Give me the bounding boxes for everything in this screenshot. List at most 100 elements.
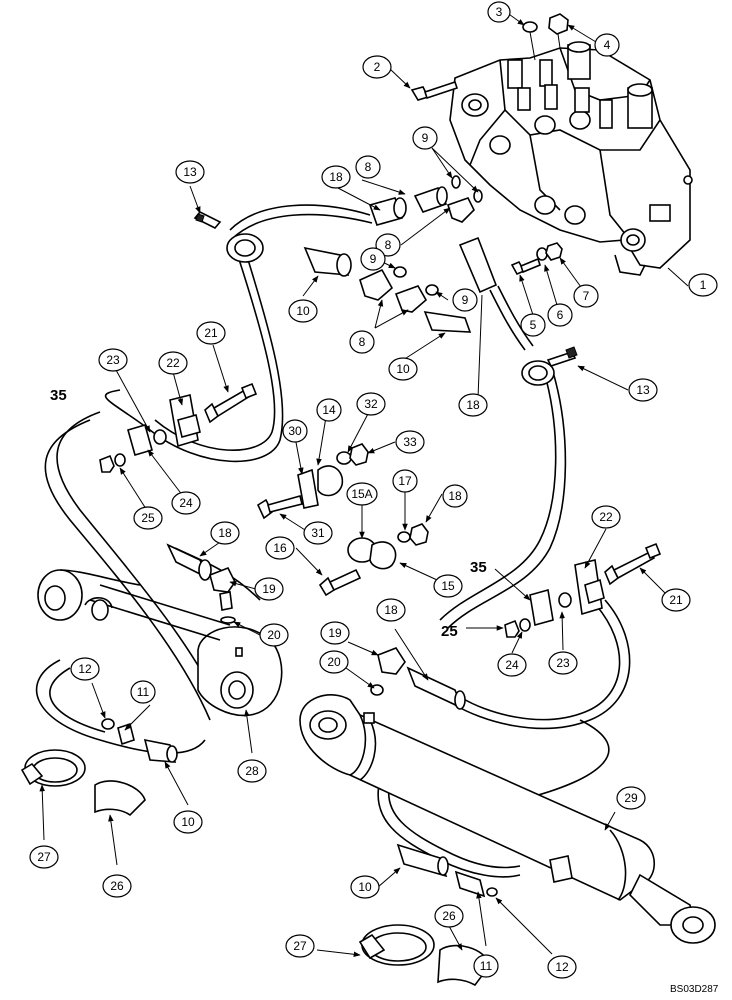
svg-text:3: 3	[496, 5, 503, 19]
callout-24b: 23	[548, 651, 578, 675]
callout-12a: 12	[70, 657, 100, 681]
svg-text:26: 26	[442, 909, 456, 923]
svg-text:31: 31	[311, 526, 325, 540]
washer-6	[536, 247, 548, 261]
svg-text:24: 24	[179, 496, 193, 510]
callout-19a: 18	[321, 165, 351, 189]
hose-clamp-28-right	[358, 924, 435, 966]
callout-29: 28	[237, 759, 267, 783]
fittings-lower-right	[396, 843, 498, 898]
callout-4: 4	[594, 33, 620, 57]
svg-text:29: 29	[624, 791, 638, 805]
bolt-5	[510, 257, 541, 276]
svg-text:23: 23	[556, 656, 570, 670]
svg-text:21: 21	[204, 326, 218, 340]
svg-text:11: 11	[480, 959, 493, 973]
label-35-right: 35	[470, 559, 487, 576]
bracket-group-left	[99, 382, 258, 473]
callout-33: 32	[356, 392, 386, 416]
callout-23a: 22	[158, 351, 188, 375]
callout-13b: 13	[628, 378, 658, 402]
svg-text:33: 33	[403, 435, 417, 449]
svg-text:27: 27	[37, 850, 51, 864]
callout-23b: 22	[591, 505, 621, 529]
svg-text:11: 11	[137, 685, 150, 699]
callout-11a: 11	[130, 680, 156, 704]
svg-text:13: 13	[183, 165, 197, 179]
svg-text:10: 10	[358, 880, 372, 894]
callout-27b: 26	[434, 904, 464, 928]
callout-19c: 18	[210, 521, 240, 545]
svg-text:26: 26	[110, 879, 124, 893]
svg-text:16: 16	[273, 541, 287, 555]
callout-6: 6	[547, 303, 573, 327]
callout-16: 16	[265, 536, 295, 560]
svg-text:12: 12	[78, 662, 92, 676]
fittings-center-left	[166, 543, 236, 624]
svg-text:9: 9	[370, 252, 377, 266]
svg-text:18: 18	[448, 489, 462, 503]
svg-text:9: 9	[422, 131, 429, 145]
hose-clamp-13-left	[193, 211, 264, 263]
callout-9b: 9	[360, 247, 386, 271]
svg-text:8: 8	[359, 335, 366, 349]
svg-text:10: 10	[181, 815, 195, 829]
svg-text:6: 6	[557, 308, 564, 322]
callout-21b: 20	[319, 650, 349, 674]
svg-text:8: 8	[385, 238, 392, 252]
callout-10c: 10	[173, 810, 203, 834]
callout-20b: 19	[320, 621, 350, 645]
control-valve	[449, 41, 693, 276]
bolt-2	[410, 80, 459, 101]
svg-text:2: 2	[374, 60, 381, 74]
svg-text:10: 10	[296, 304, 310, 318]
svg-text:9: 9	[462, 293, 469, 307]
svg-text:1: 1	[700, 278, 707, 292]
svg-text:22: 22	[166, 356, 180, 370]
fittings-lower-left	[101, 718, 178, 763]
svg-text:17: 17	[398, 474, 412, 488]
cylinder-rod-eye-left	[37, 569, 141, 621]
callout-28a: 27	[29, 845, 59, 869]
callout-34: 33	[395, 430, 425, 454]
callout-26: 25	[133, 506, 163, 530]
bracket-group-right	[504, 542, 662, 638]
svg-text:22: 22	[599, 510, 613, 524]
callout-20a: 19	[254, 577, 284, 601]
svg-text:32: 32	[364, 397, 378, 411]
svg-text:4: 4	[604, 38, 611, 52]
callout-32: 31	[303, 521, 333, 545]
label-26-right: 25	[441, 623, 458, 640]
svg-text:14: 14	[322, 403, 336, 417]
svg-text:7: 7	[583, 289, 590, 303]
svg-text:15: 15	[441, 579, 455, 593]
hoses	[35, 204, 631, 878]
callout-13a: 13	[175, 160, 205, 184]
svg-text:19: 19	[328, 626, 342, 640]
svg-text:18: 18	[466, 398, 480, 412]
leader-lines	[39, 11, 689, 958]
callout-25b: 24	[497, 653, 527, 677]
callout-18: 18	[442, 484, 468, 508]
callout-1: 1	[688, 273, 718, 297]
washer-3	[522, 21, 538, 33]
callout-22a: 21	[196, 321, 226, 345]
svg-text:25: 25	[141, 511, 155, 525]
svg-text:10: 10	[396, 362, 410, 376]
drawing-reference: BS03D287	[670, 984, 719, 995]
callout-19b: 18	[458, 393, 488, 417]
callout-9a: 9	[412, 126, 438, 150]
bracket-group-14	[256, 443, 369, 520]
callout-24a: 23	[98, 348, 128, 372]
callout-8b: 8	[375, 233, 401, 257]
callout-19d: 18	[376, 598, 406, 622]
callout-31: 30	[282, 419, 308, 443]
callout-10b: 10	[388, 357, 418, 381]
svg-text:12: 12	[555, 960, 569, 974]
svg-text:13: 13	[636, 383, 650, 397]
callout-30: 29	[616, 786, 646, 810]
svg-text:8: 8	[365, 160, 372, 174]
svg-text:24: 24	[505, 658, 519, 672]
callout-3: 3	[487, 1, 511, 23]
clamp-group-15	[318, 523, 429, 597]
